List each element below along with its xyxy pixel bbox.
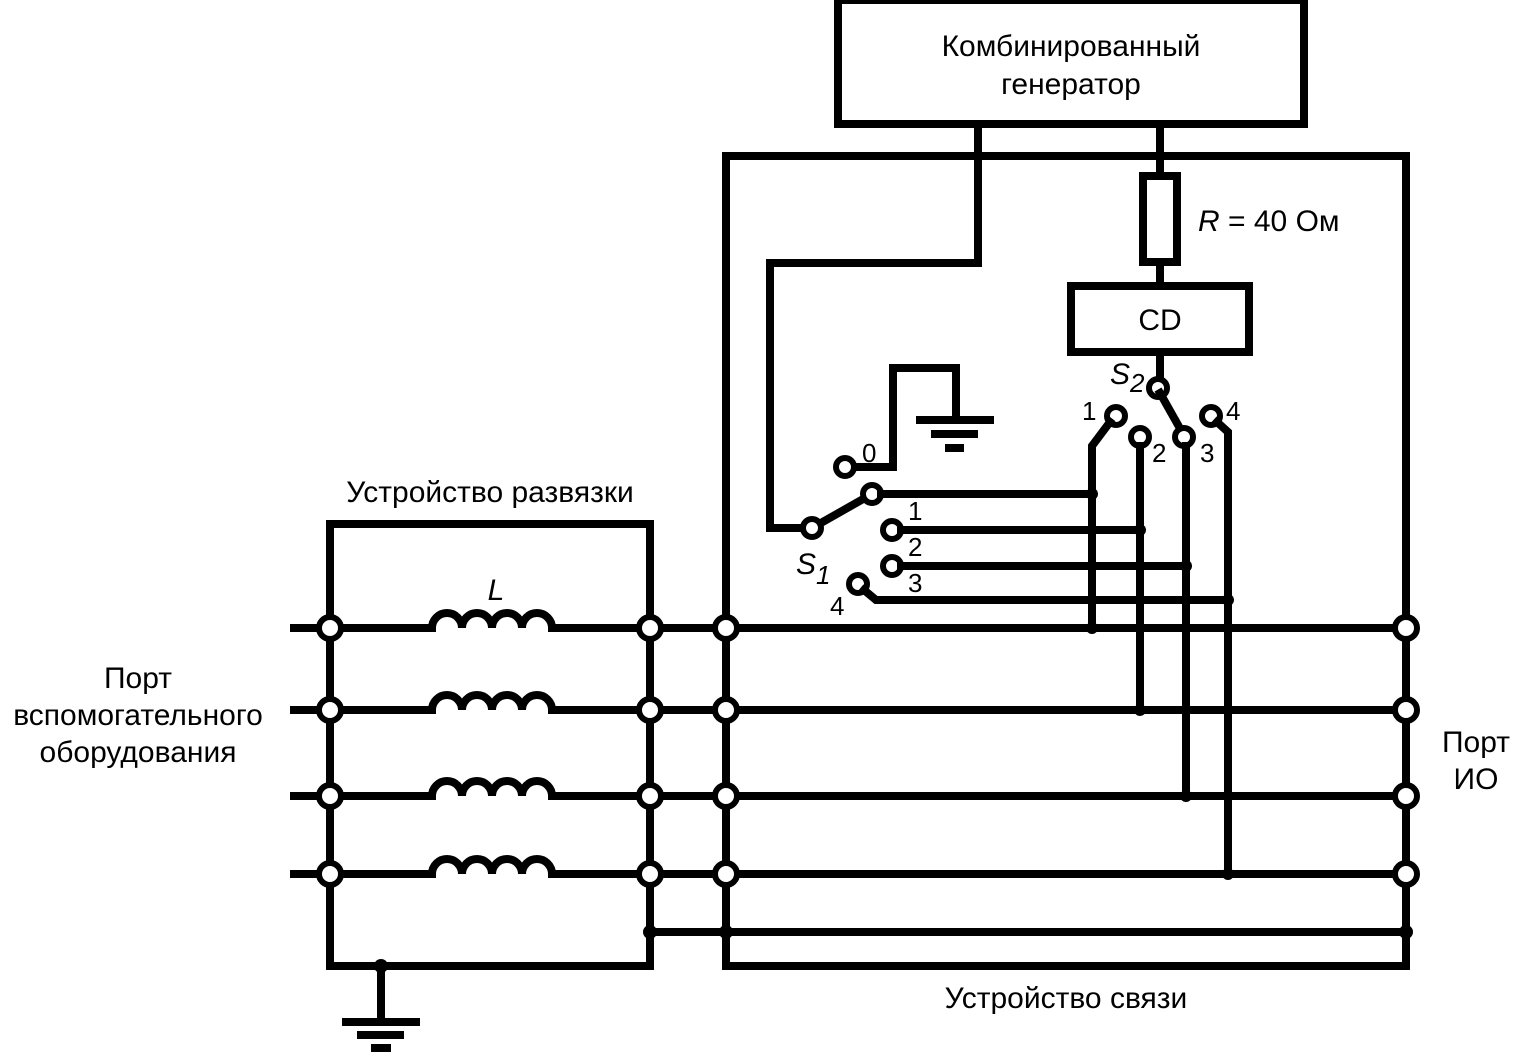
s2-pos-2-label: 2 bbox=[1152, 438, 1166, 468]
resistor-symbol bbox=[1139, 172, 1181, 266]
decoupling-out-terminal bbox=[636, 696, 664, 724]
junction-dot bbox=[374, 959, 388, 973]
aux-port-terminal bbox=[316, 696, 344, 724]
junction-dot bbox=[1222, 594, 1234, 606]
s2-wire-1 bbox=[1088, 416, 1116, 632]
decoupling-out-terminal bbox=[636, 860, 664, 888]
s1-common-terminal bbox=[800, 516, 824, 540]
signal-line-3 bbox=[290, 777, 1410, 801]
signal-line-1 bbox=[290, 609, 1410, 633]
junction-dot bbox=[1086, 488, 1098, 500]
decoupling-device-title: Устройство развязки bbox=[346, 476, 634, 509]
generator-wire-s1 bbox=[766, 120, 982, 532]
terminals bbox=[316, 614, 1420, 888]
inductor-icon bbox=[427, 609, 557, 633]
signal-line-2 bbox=[290, 691, 1410, 715]
junction-dot bbox=[643, 925, 657, 939]
s1-wire-4 bbox=[858, 584, 1232, 604]
s2-switch-arm[interactable] bbox=[1154, 387, 1188, 438]
eut-port-label-line2: ИО bbox=[1454, 763, 1499, 796]
decoupling-box-top bbox=[326, 520, 654, 632]
s1-pos-3-label: 3 bbox=[908, 568, 922, 598]
eut-port-label-line1: Порт bbox=[1442, 726, 1510, 759]
s1-label: S1 bbox=[796, 548, 830, 590]
generator-label-line1: Комбинированный bbox=[942, 30, 1201, 63]
coupling-in-terminal bbox=[712, 614, 740, 642]
s1-name: S bbox=[796, 548, 816, 581]
resistor-value-text: = 40 Ом bbox=[1220, 205, 1340, 238]
junction-dot bbox=[719, 925, 733, 939]
s1-pos-4-label: 4 bbox=[830, 591, 844, 621]
aux-port-terminal bbox=[316, 860, 344, 888]
eut-port-terminal bbox=[1392, 860, 1420, 888]
s1-pos-0-label: 0 bbox=[862, 438, 876, 468]
decoupling-out-terminal bbox=[636, 782, 664, 810]
eut-port-terminal bbox=[1392, 782, 1420, 810]
decoupling-out-terminal bbox=[636, 614, 664, 642]
s1-pos-1-label: 1 bbox=[908, 496, 922, 526]
signal-line-4 bbox=[290, 855, 1410, 879]
s2-name: S bbox=[1110, 358, 1130, 391]
coupling-in-terminal bbox=[712, 696, 740, 724]
resistor-label: R = 40 Ом bbox=[1198, 205, 1340, 238]
eut-port-terminal bbox=[1392, 696, 1420, 724]
aux-port-terminal bbox=[316, 614, 344, 642]
inductor-icon bbox=[427, 855, 557, 879]
s2-pos-4-label: 4 bbox=[1226, 396, 1240, 426]
cd-block bbox=[1067, 282, 1253, 356]
coupling-in-terminal bbox=[712, 860, 740, 888]
inductor-icon bbox=[427, 691, 557, 715]
junction-dot bbox=[1399, 925, 1413, 939]
aux-port-label-line2: вспомогательного bbox=[13, 699, 263, 732]
decoupling-box-bottom bbox=[326, 870, 654, 970]
coupling-device-title: Устройство связи bbox=[945, 982, 1188, 1015]
aux-port-label-line1: Порт bbox=[104, 662, 172, 695]
s2-subscript: 2 bbox=[1129, 368, 1145, 398]
inductor-label: L bbox=[488, 574, 505, 607]
eut-port-terminal bbox=[1392, 614, 1420, 642]
generator-label-line2: генератор bbox=[1001, 68, 1141, 101]
s1-subscript: 1 bbox=[816, 560, 830, 590]
s1-pos-2-label: 2 bbox=[908, 532, 922, 562]
s1-ground-wire bbox=[841, 364, 960, 471]
aux-port-terminal bbox=[316, 782, 344, 810]
combined-generator-block bbox=[834, 0, 1308, 128]
junction-dot bbox=[1180, 560, 1192, 572]
inductor-icon bbox=[427, 777, 557, 801]
s1-terminal-0 bbox=[833, 455, 857, 479]
coupling-in-terminal bbox=[712, 782, 740, 810]
s2-pos-1-label: 1 bbox=[1082, 396, 1096, 426]
s2-pos-3-label: 3 bbox=[1200, 438, 1214, 468]
coupling-device-enclosure bbox=[722, 152, 1410, 970]
resistor-symbol-text: R bbox=[1198, 205, 1220, 238]
aux-port-label-line3: оборудования bbox=[40, 736, 237, 769]
junction-dot bbox=[1134, 524, 1146, 536]
cd-label: CD bbox=[1138, 304, 1181, 337]
s2-wire-4 bbox=[1211, 416, 1232, 878]
s2-label: S2 bbox=[1110, 358, 1145, 398]
